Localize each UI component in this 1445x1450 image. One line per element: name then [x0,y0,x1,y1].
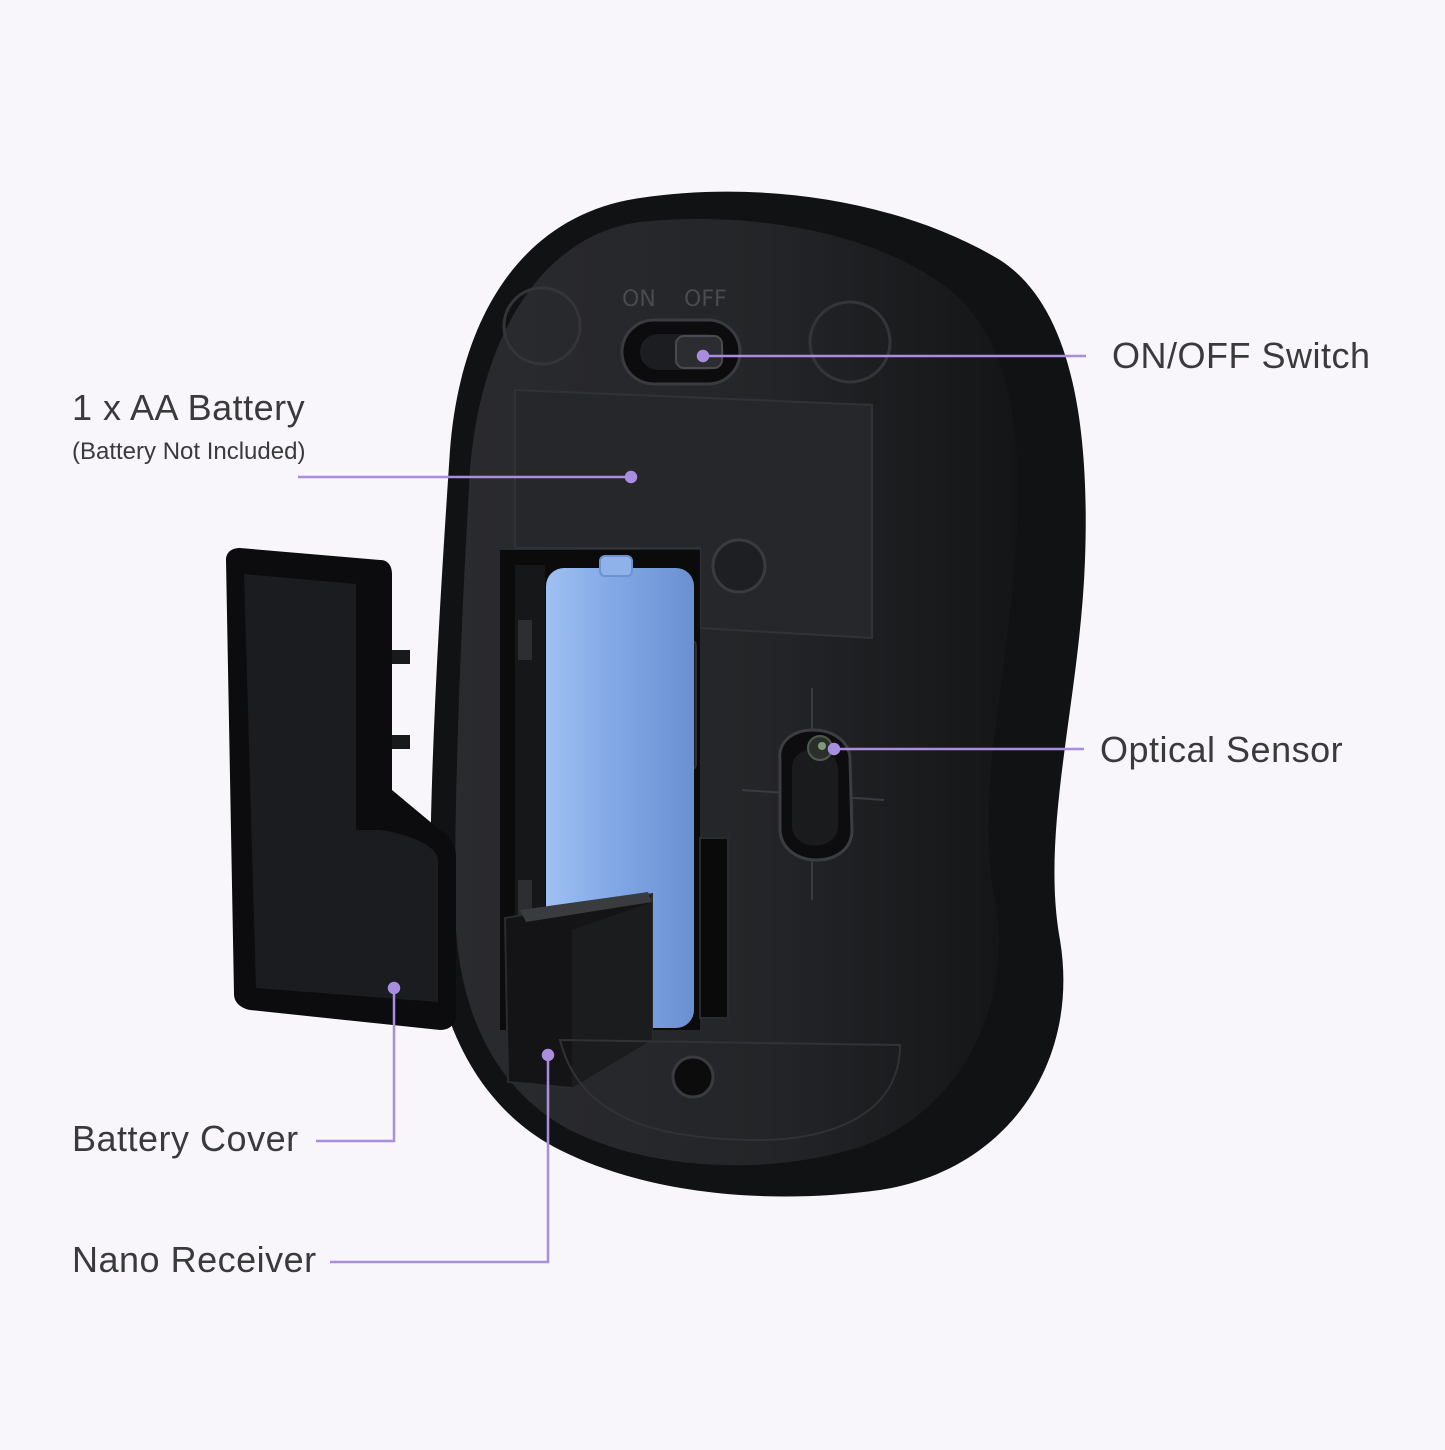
leader-lines [298,349,1086,1264]
leader-sensor-dot [827,742,841,756]
switch-off-marking: OFF [684,287,727,312]
switch-on-marking: ON [622,287,656,312]
top-right-foot [808,300,892,384]
leader-cover [316,988,396,1143]
lower-panel-outline [558,1038,902,1142]
battery-label: 1 x AA Battery [72,387,306,428]
compartment-clip-top [518,620,532,660]
top-left-foot [502,286,582,366]
cover-label: Battery Cover [72,1118,299,1159]
cover-clip-2 [392,735,410,749]
screw-hole [671,1055,715,1099]
leader-cover-dot [387,981,401,995]
receiver-slot [699,837,729,1019]
leader-battery-dot [624,470,638,484]
optical-sensor [741,688,885,900]
leader-switch-dot [696,349,710,363]
sensor-label: Optical Sensor [1100,729,1344,770]
battery-terminal [599,555,633,577]
leader-receiver-dot [541,1048,555,1062]
switch-label: ON/OFF Switch [1112,335,1371,376]
battery-cover-inner [244,574,438,1002]
receiver-label: Nano Receiver [72,1239,317,1280]
leader-receiver [330,1055,550,1264]
cover-clip-1 [392,650,410,664]
battery-note: (Battery Not Included) [72,438,306,465]
nano-receiver-top [520,892,652,922]
panel-button [711,538,767,594]
